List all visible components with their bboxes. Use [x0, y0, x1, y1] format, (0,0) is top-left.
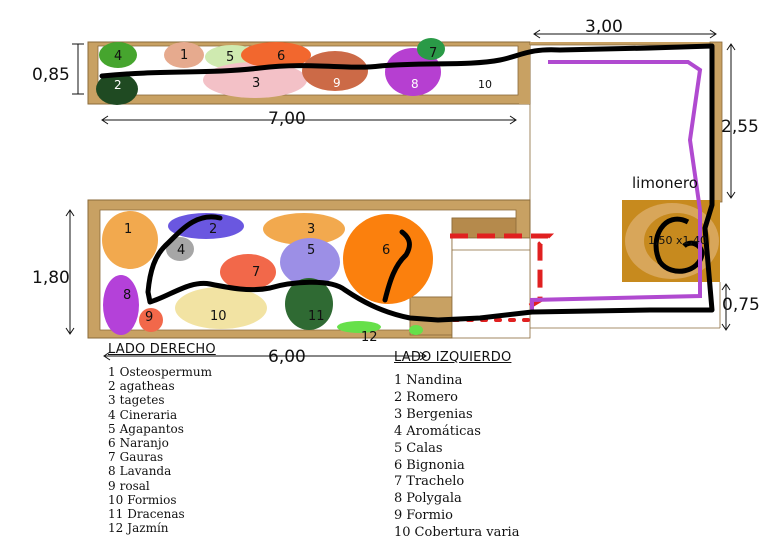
plant-number: 9 [333, 76, 341, 90]
plant-number: 4 [114, 49, 122, 64]
dim-right-run: 2,55 [721, 117, 759, 137]
plant-bottom-8 [103, 275, 139, 335]
plant-number: 7 [252, 265, 260, 280]
top-bed-plants [96, 38, 445, 105]
plant-top-2 [96, 73, 138, 105]
plant-number: 8 [411, 77, 419, 91]
plant-number: 7 [429, 46, 437, 61]
plant-bottom-2 [168, 213, 244, 239]
plant-number: 6 [382, 243, 390, 258]
plant-number: 10 [210, 309, 227, 324]
bottom-bed-numbers: 1 2 3 4 5 6 7 8 9 10 11 12 [123, 222, 390, 345]
dimension-lines [65, 29, 736, 361]
plant-top-7 [417, 38, 445, 60]
dim-top-width: 3,00 [585, 17, 623, 37]
plant-bottom-7 [220, 254, 276, 290]
plant-bottom-1 [102, 211, 158, 269]
legend-title: LADO IZQUIERDO [394, 350, 512, 365]
plant-number: 3 [307, 222, 315, 237]
lemon-tree-label: limonero [632, 174, 698, 192]
plant-number: 1 [180, 48, 188, 63]
dim-bottom-length: 6,00 [268, 347, 306, 367]
dimension-labels: 0,85 7,00 3,00 2,55 0,75 1,80 6,00 [32, 17, 760, 367]
lemon-tree [622, 200, 720, 282]
dim-bottom-right: 0,75 [722, 295, 760, 315]
top-bed-numbers: 4 1 5 6 7 2 3 9 8 10 [114, 46, 492, 92]
plant-bottom-11 [285, 278, 333, 330]
plant-top-9 [302, 51, 368, 91]
black-path [99, 43, 715, 323]
plant-number: 1 [124, 222, 132, 237]
plant-number: 4 [177, 243, 185, 258]
plant-number: 5 [307, 243, 315, 258]
purple-line [530, 60, 703, 310]
plant-top-8 [385, 48, 441, 96]
plant-bottom-10 [175, 287, 267, 329]
plant-top-4 [99, 42, 137, 68]
bottom-bed-plants [102, 211, 433, 335]
plant-number: 3 [252, 76, 260, 91]
plant-top-1 [164, 42, 204, 68]
plant-bottom-5 [280, 238, 340, 286]
plant-bottom-12b [409, 325, 423, 335]
plant-top-6 [241, 42, 311, 68]
plant-bottom-12 [337, 321, 381, 333]
lemon-tree-size: 1,50 x1,40 [648, 234, 707, 247]
plant-number: 2 [209, 222, 217, 237]
dim-top-length: 7,00 [268, 109, 306, 129]
plant-number: 11 [308, 309, 325, 324]
plant-number: 8 [123, 288, 131, 303]
plant-number: 5 [226, 50, 234, 65]
dim-bottom-depth: 1,80 [32, 268, 70, 288]
plant-number: 2 [114, 78, 122, 92]
plant-number: 9 [145, 310, 153, 325]
plant-bottom-9 [139, 308, 163, 332]
plant-bottom-6 [343, 214, 433, 304]
plant-number: 12 [361, 330, 378, 345]
plant-bottom-3 [263, 213, 345, 245]
legend-title: LADO DERECHO [108, 342, 216, 357]
plant-number: 6 [277, 49, 285, 64]
dim-top-depth: 0,85 [32, 65, 70, 85]
plant-number: 10 [478, 78, 492, 91]
plant-bottom-4 [166, 237, 194, 261]
